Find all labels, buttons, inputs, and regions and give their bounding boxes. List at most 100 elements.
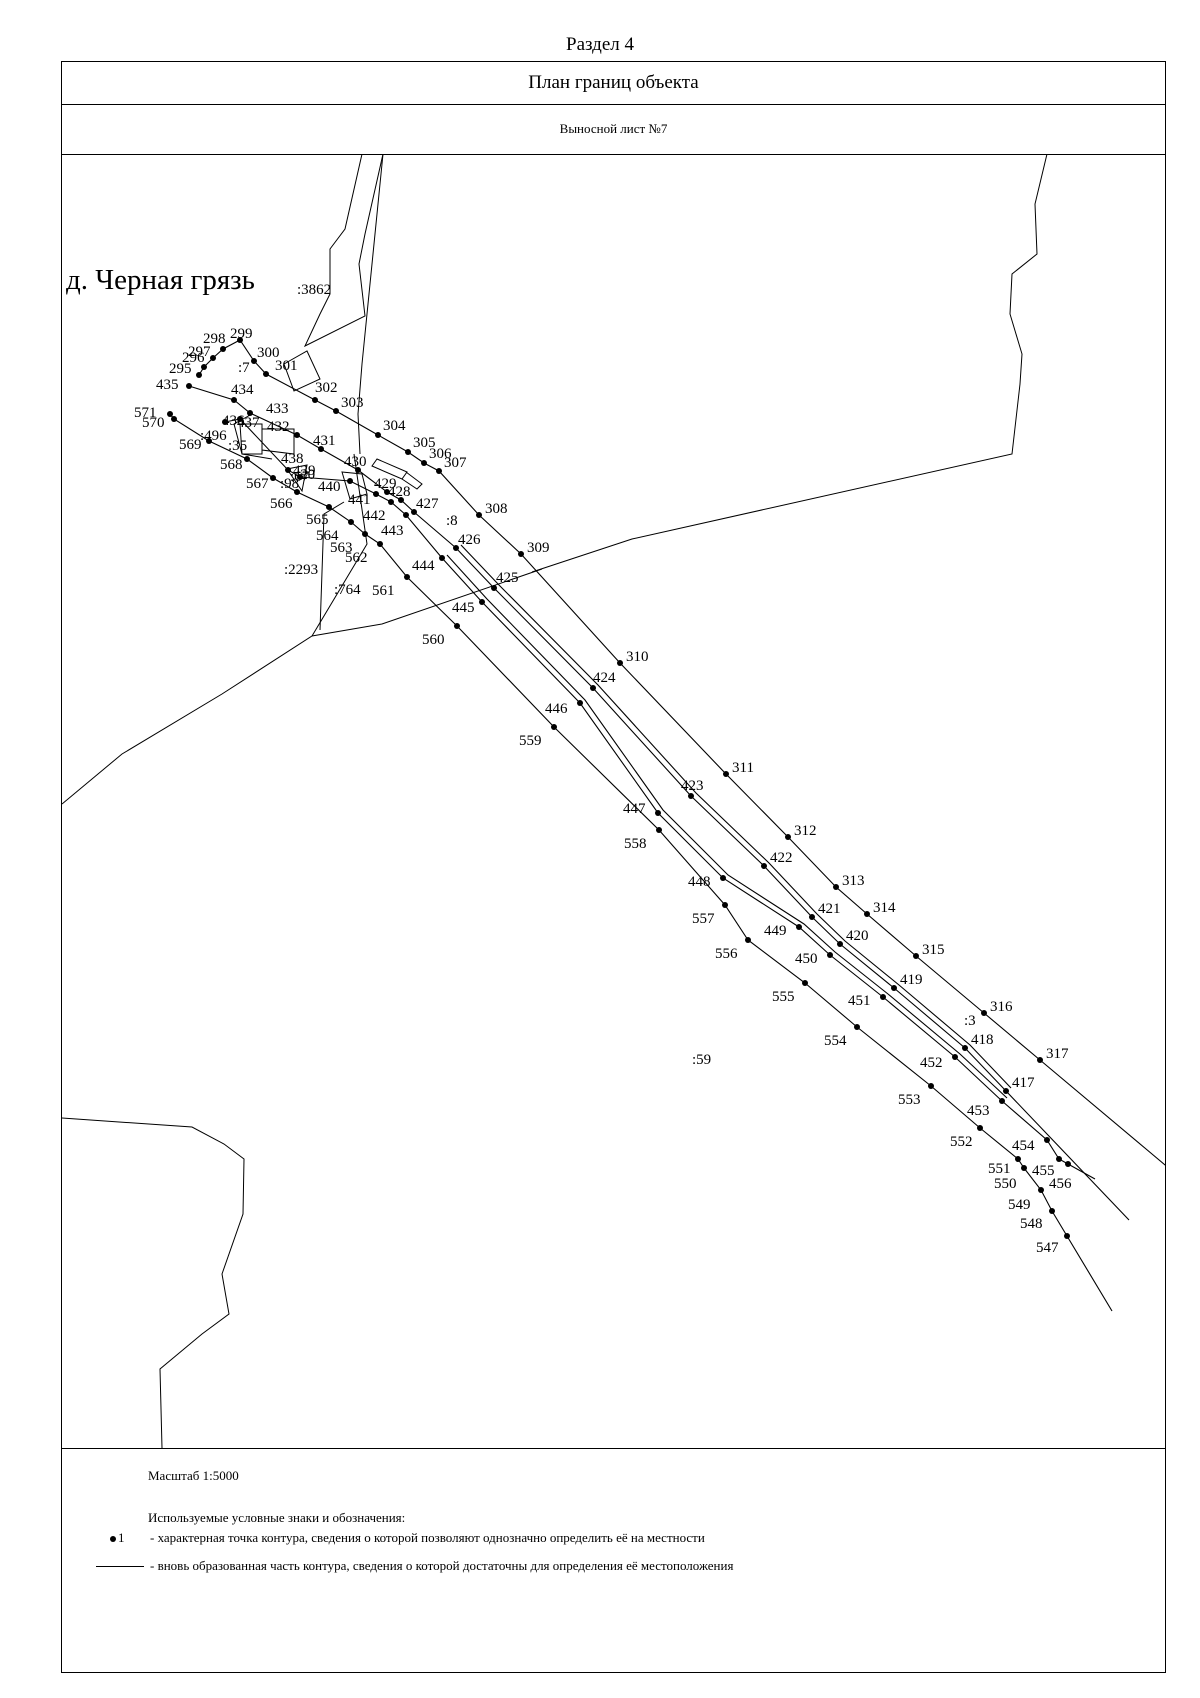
point-label-446: 446 <box>545 701 568 717</box>
point-label-557: 557 <box>692 911 715 927</box>
point-label-418: 418 <box>971 1032 994 1048</box>
boundary-point-444 <box>439 555 445 561</box>
point-label-439: 439 <box>293 463 316 479</box>
point-label-456: 456 <box>1049 1176 1072 1192</box>
point-label-454: 454 <box>1012 1138 1035 1154</box>
boundary-point-298 <box>220 346 226 352</box>
boundary-point-427 <box>411 509 417 515</box>
point-label-447: 447 <box>623 801 646 817</box>
boundary-point-560 <box>454 623 460 629</box>
point-label-563: 563 <box>330 540 353 556</box>
point-label-559: 559 <box>519 733 542 749</box>
boundary-point-316 <box>981 1010 987 1016</box>
point-label-316: 316 <box>990 999 1013 1015</box>
parcel-label: :3862 <box>297 282 331 298</box>
header-title: План границ объекта <box>62 62 1165 105</box>
point-label-429: 429 <box>374 476 397 492</box>
boundary-point-443 <box>403 512 409 518</box>
point-label-452: 452 <box>920 1055 943 1071</box>
point-label-433: 433 <box>266 401 289 417</box>
point-label-307: 307 <box>444 455 467 471</box>
point-label-310: 310 <box>626 649 649 665</box>
boundary-point-558 <box>656 827 662 833</box>
point-label-453: 453 <box>967 1103 990 1119</box>
point-label-436: 436 <box>222 413 245 429</box>
point-label-449: 449 <box>764 923 787 939</box>
parcel-label: :59 <box>692 1052 711 1068</box>
corridor-boundary-line <box>224 418 1096 1180</box>
boundary-point-570 <box>171 416 177 422</box>
point-label-424: 424 <box>593 670 616 686</box>
point-label-441: 441 <box>348 492 371 508</box>
boundary-point-314 <box>864 911 870 917</box>
boundary-point-557 <box>722 902 728 908</box>
point-label-445: 445 <box>452 600 475 616</box>
boundary-point-568 <box>244 456 250 462</box>
boundary-point-425 <box>491 585 497 591</box>
boundary-point-424 <box>590 685 596 691</box>
boundary-point-440 <box>347 478 353 484</box>
point-label-450: 450 <box>795 951 818 967</box>
boundary-point-554 <box>854 1024 860 1030</box>
point-label-305: 305 <box>413 435 436 451</box>
point-label-315: 315 <box>922 942 945 958</box>
point-label-428: 428 <box>388 484 411 500</box>
point-symbol-number: 1 <box>118 1530 125 1545</box>
boundary-point-433 <box>247 410 253 416</box>
boundary-point-445 <box>479 599 485 605</box>
parcel-label: :98 <box>280 476 299 492</box>
road-line <box>357 154 384 455</box>
point-label-427: 427 <box>416 496 439 512</box>
point-label-553: 553 <box>898 1092 921 1108</box>
corridor-inner-line <box>460 544 1012 1089</box>
boundary-point-438 <box>285 467 291 473</box>
boundary-point-300 <box>251 358 257 364</box>
point-label-309: 309 <box>527 540 550 556</box>
point-label-317: 317 <box>1046 1046 1069 1062</box>
point-label-434: 434 <box>231 382 254 398</box>
boundary-point-555 <box>802 980 808 986</box>
point-label-558: 558 <box>624 836 647 852</box>
point-label-422: 422 <box>770 850 793 866</box>
boundary-point-549 <box>1038 1187 1044 1193</box>
point-label-570: 570 <box>142 415 165 431</box>
boundary-point-315 <box>913 953 919 959</box>
boundary-point-417 <box>1003 1088 1009 1094</box>
boundary-point-307 <box>436 468 442 474</box>
boundary-point-451 <box>880 994 886 1000</box>
boundary-point-551 <box>1015 1156 1021 1162</box>
parcel-label: :8 <box>446 513 458 529</box>
point-label-440: 440 <box>318 479 341 495</box>
boundary-point-442 <box>388 499 394 505</box>
boundary-point-302 <box>312 397 318 403</box>
boundary-point-419 <box>891 985 897 991</box>
point-label-312: 312 <box>794 823 817 839</box>
point-label-565: 565 <box>306 512 329 528</box>
point-label-443: 443 <box>381 523 404 539</box>
boundary-point-569 <box>206 438 212 444</box>
boundary-point-565 <box>326 504 332 510</box>
boundary-point-310 <box>617 660 623 666</box>
point-label-296: 296 <box>182 350 205 366</box>
point-label-568: 568 <box>220 457 243 473</box>
point-label-308: 308 <box>485 501 508 517</box>
boundary-point-317 <box>1037 1057 1043 1063</box>
point-label-306: 306 <box>429 446 452 462</box>
parcel-label: :7 <box>238 360 250 376</box>
point-label-438: 438 <box>281 451 304 467</box>
point-label-547: 547 <box>1036 1240 1059 1256</box>
corridor-boundary-line <box>169 413 1113 1312</box>
point-label-448: 448 <box>688 874 711 890</box>
point-label-567: 567 <box>246 476 269 492</box>
section-title: Раздел 4 <box>566 34 634 55</box>
point-label-431: 431 <box>313 433 336 449</box>
point-label-311: 311 <box>732 760 754 776</box>
boundary-point-301 <box>263 371 269 377</box>
boundary-point-550 <box>1021 1165 1027 1171</box>
point-label-423: 423 <box>681 778 704 794</box>
boundary-point-566 <box>294 489 300 495</box>
point-label-299: 299 <box>230 326 253 342</box>
scale-label: Масштаб 1:5000 <box>148 1468 239 1483</box>
point-label-300: 300 <box>257 345 280 361</box>
